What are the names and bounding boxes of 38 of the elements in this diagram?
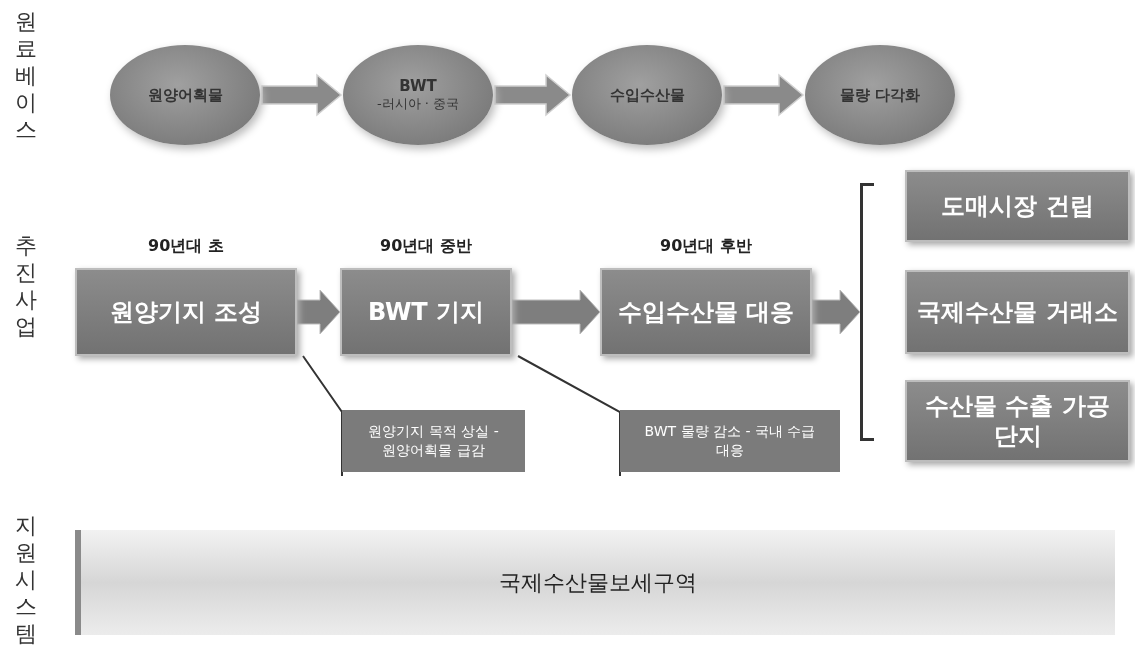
block-arrow (811, 289, 861, 335)
note-box (342, 410, 525, 472)
node-label: BWT 물량 감소 - 국내 수급 대응 (643, 422, 817, 460)
node-label: BWT 기지 (367, 297, 485, 327)
process-box (905, 380, 1130, 462)
band-box (75, 530, 1115, 635)
bracket (860, 183, 874, 441)
process-box (905, 270, 1130, 354)
leader-line (302, 355, 343, 477)
block-arrow (296, 289, 341, 335)
period-label: 90년대 후반 (660, 236, 752, 257)
block-arrow (723, 73, 805, 117)
block-arrow (494, 73, 572, 117)
block-arrow (511, 289, 601, 335)
node-label: 수입수산물 (609, 85, 685, 105)
block-arrow (261, 73, 343, 117)
row-label: 지원시스템 (14, 512, 38, 647)
row-label: 추진사업 (14, 232, 38, 340)
node-label: 국제수산물보세구역 (499, 568, 697, 597)
node-detail: -러시아 · 중국 (376, 95, 460, 113)
row-label: 원료베이스 (14, 8, 38, 143)
node-label: 수산물 수출 가공 단지 (924, 391, 1111, 451)
process-box (905, 170, 1130, 242)
node-label: 국제수산물 거래소 (917, 297, 1118, 327)
note-box (620, 410, 840, 472)
process-box (340, 268, 512, 356)
node-label: 물량 다각화 (839, 85, 921, 105)
node-label: 도매시장 건립 (941, 191, 1094, 221)
node-label: BWT (399, 77, 437, 95)
leader-line (517, 355, 621, 477)
period-label: 90년대 중반 (380, 236, 472, 257)
node-label: 원양기지 목적 상실 - 원양어획물 급감 (367, 422, 500, 460)
process-box (600, 268, 812, 356)
process-box (75, 268, 297, 356)
node-label: 수입수산물 대응 (617, 297, 795, 327)
period-label: 90년대 초 (148, 236, 224, 257)
node-label: 원양어획물 (147, 85, 223, 105)
node-label: 원양기지 조성 (109, 297, 263, 327)
